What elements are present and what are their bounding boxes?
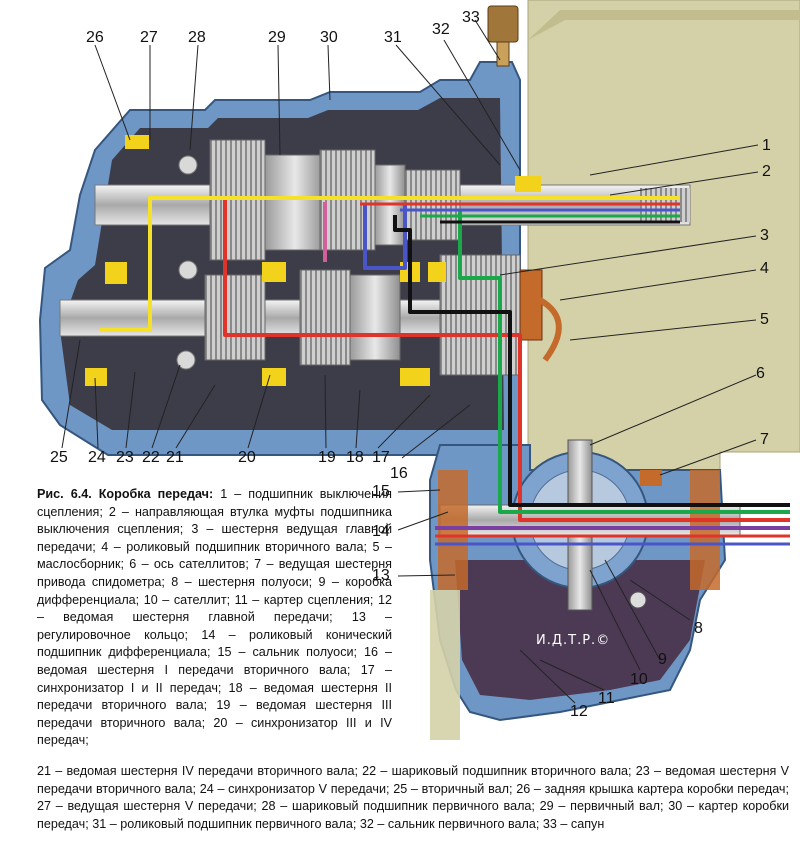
callout-5: 5	[760, 311, 769, 328]
breather	[487, 5, 519, 67]
callout-23: 23	[116, 449, 134, 466]
flow-yellow	[100, 196, 680, 332]
flow-green	[458, 210, 790, 514]
callout-7: 7	[760, 431, 769, 448]
callout-12: 12	[570, 703, 588, 720]
power-flow-lines	[100, 196, 790, 546]
callout-3: 3	[760, 227, 769, 244]
callout-21: 21	[166, 449, 184, 466]
callout-9: 9	[658, 651, 667, 668]
callout-32: 32	[432, 21, 450, 38]
flow-black	[393, 215, 790, 507]
flow-red	[223, 200, 790, 522]
callout-29: 29	[268, 29, 286, 46]
callout-14: 14	[372, 523, 390, 540]
callout-18: 18	[346, 449, 364, 466]
callout-30: 30	[320, 29, 338, 46]
callout-8: 8	[694, 620, 703, 637]
secondary-gears	[204, 254, 562, 376]
figure-caption-continuation: 21 – ведомая шестерня IV передачи вторич…	[37, 764, 789, 831]
callout-numbers: 1 2 3 4 5 6 7 8 9 10 11 12 13 14 15 16 1…	[50, 9, 771, 720]
callout-10: 10	[630, 671, 648, 688]
callout-15: 15	[372, 483, 390, 500]
bearings	[85, 135, 541, 386]
callout-31: 31	[384, 29, 402, 46]
figure-caption: Рис. 6.4. Коробка передач: 1 – подшипник…	[37, 486, 392, 750]
callout-11: 11	[598, 690, 615, 707]
caption-body: 1 – подшипник выключения сцепления; 2 – …	[37, 487, 392, 748]
flow-blue	[363, 205, 407, 270]
callout-28: 28	[188, 29, 206, 46]
callout-20: 20	[238, 449, 256, 466]
callout-17: 17	[372, 449, 390, 466]
watermark: И.Д.Т.Р.©	[536, 633, 610, 648]
callout-1: 1	[762, 137, 771, 154]
leader-lines	[61, 19, 759, 704]
callout-24: 24	[88, 449, 106, 466]
caption-heading: Рис. 6.4. Коробка передач:	[37, 487, 214, 501]
callout-27: 27	[140, 29, 158, 46]
callout-22: 22	[142, 449, 160, 466]
callout-6: 6	[756, 365, 765, 382]
callout-26: 26	[86, 29, 104, 46]
callout-16: 16	[390, 465, 408, 482]
callout-4: 4	[760, 260, 769, 277]
callout-19: 19	[318, 449, 336, 466]
callout-25: 25	[50, 449, 68, 466]
callout-33: 33	[462, 9, 480, 26]
callout-13: 13	[372, 567, 390, 584]
callout-2: 2	[762, 163, 771, 180]
